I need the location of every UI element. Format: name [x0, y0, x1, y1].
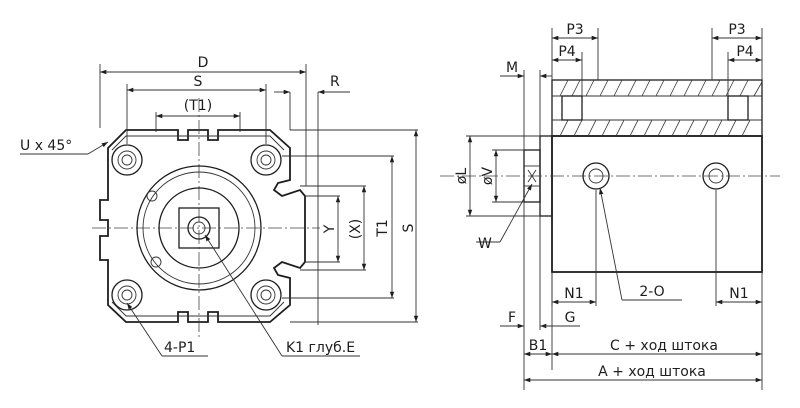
- front-recess-bottom: [111, 301, 285, 317]
- dim-C: C + ход штока: [610, 338, 718, 354]
- dim-T1-top: (T1): [184, 98, 212, 114]
- label-K1: K1 глуб.E: [286, 340, 355, 356]
- dim-L: øL: [454, 168, 470, 185]
- dim-P4-left: P4: [558, 44, 575, 60]
- dim-B1: B1: [529, 338, 548, 354]
- bore-circle: [136, 165, 262, 291]
- front-view: D S R (T1) U x 45° Y (X): [20, 55, 419, 357]
- label-W: W: [478, 236, 492, 252]
- dim-T1-right: T1: [375, 219, 391, 237]
- dim-P3-right: P3: [728, 22, 745, 38]
- rod-thread-hole: [187, 216, 211, 240]
- dim-S-right: S: [401, 223, 417, 232]
- mount-hole-tr: [250, 144, 282, 176]
- bushing-pin-2: [150, 256, 162, 268]
- mount-hole-bl: [111, 279, 143, 311]
- side-hatching: [559, 79, 763, 137]
- dim-F: F: [508, 310, 516, 326]
- bore-inner-circle: [142, 171, 256, 285]
- side-port-hole-1: [582, 162, 610, 190]
- label-U45: U x 45°: [20, 138, 72, 154]
- side-view: P3 P4 P3 P4 M øL øV W N1: [440, 22, 780, 390]
- bushing-pin-1: [146, 190, 158, 202]
- dim-A: A + ход штока: [598, 364, 706, 380]
- side-port-hole-2: [702, 162, 730, 190]
- dim-V: øV: [480, 167, 496, 186]
- rod-bushing: [158, 187, 240, 269]
- dim-G: G: [565, 310, 576, 326]
- dim-P3-left: P3: [566, 22, 583, 38]
- side-port-right: [727, 95, 749, 121]
- dim-S-top: S: [194, 74, 203, 90]
- side-body: [551, 135, 763, 273]
- dim-Y: Y: [322, 224, 338, 234]
- dim-P4-right: P4: [736, 44, 753, 60]
- front-recess-top: [111, 135, 285, 151]
- dim-N1-left: N1: [564, 286, 583, 302]
- rod-flats: [178, 207, 220, 249]
- dim-N1-right: N1: [729, 286, 748, 302]
- label-4-P1: 4-P1: [164, 340, 195, 356]
- dim-R: R: [330, 74, 340, 90]
- mount-hole-tl: [111, 144, 143, 176]
- label-2-O: 2-O: [639, 284, 664, 300]
- dim-M: M: [506, 60, 518, 76]
- mount-hole-br: [250, 279, 282, 311]
- side-port-left: [561, 95, 583, 121]
- side-top-section: [551, 79, 763, 137]
- dim-X: (X): [348, 219, 364, 240]
- dim-D: D: [198, 55, 209, 71]
- front-body-outline: [99, 129, 306, 323]
